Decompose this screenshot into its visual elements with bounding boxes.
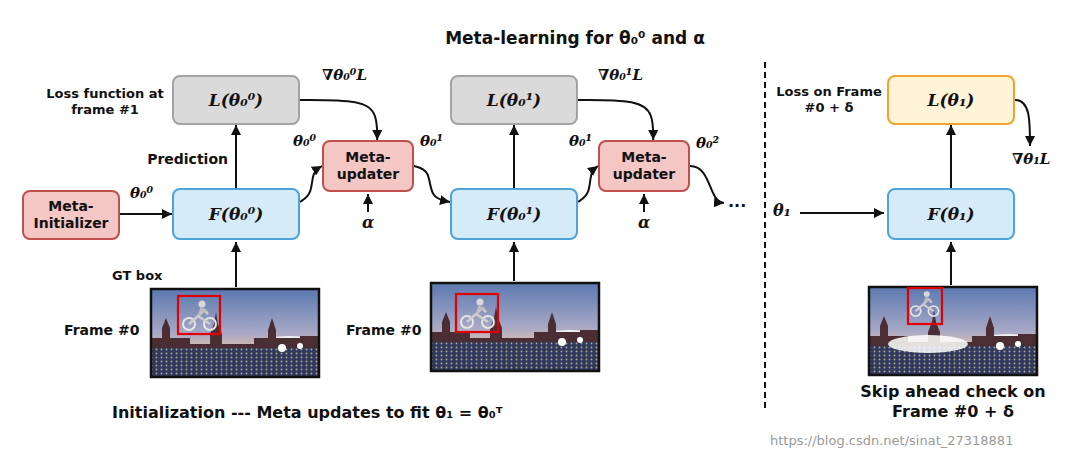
edge-label: Prediction (136, 151, 228, 169)
model-box: F(θ₀¹) (450, 188, 578, 240)
caption-text: Skip ahead check on Frame #0 + δ (842, 382, 1064, 422)
connector-arrow (120, 213, 172, 215)
connector-arrow (300, 100, 377, 140)
loss-box: L(θ₀¹) (450, 75, 578, 125)
edge-label: θ₀¹ (569, 132, 592, 151)
gradient-label: ∇θ₁L (1012, 150, 1050, 169)
edge-label-slot: θ₀⁰ (293, 132, 316, 151)
alpha-label: α (362, 213, 374, 233)
divider-line (764, 62, 766, 410)
alpha-label: α (638, 213, 650, 233)
theta-label: θ₀² (696, 134, 719, 153)
title: Meta-learning for θ₀⁰ and α (300, 28, 850, 49)
frame-label: Frame #0 (64, 322, 139, 340)
input-arrow (950, 242, 952, 285)
gradient-arrow (1015, 100, 1030, 146)
edge-label-slot: Prediction (136, 151, 228, 169)
node-text: Meta- Initializer (30, 198, 112, 232)
model-box: F(θ₁) (887, 188, 1015, 240)
input-arrow (235, 242, 237, 287)
theta-arrow (800, 212, 884, 214)
gt-box (908, 288, 942, 324)
connector-arrow (235, 125, 237, 188)
node-text: L(θ₀⁰) (209, 90, 263, 110)
edge-label-slot: θ₀¹ (420, 132, 443, 151)
label-slot: GT box (112, 268, 162, 284)
node-text: L(θ₁) (928, 90, 975, 110)
edge-label: θ₀¹ (420, 132, 443, 151)
label-slot: α (362, 213, 374, 233)
connector-arrow (513, 125, 515, 188)
gt-box (456, 294, 498, 332)
edge-label: θ₀⁰ (130, 184, 153, 203)
edge-label-slot: θ₀¹ (569, 132, 592, 151)
title-slot: Meta-learning for θ₀⁰ and α (300, 28, 850, 49)
node-text: Meta- updater (606, 149, 682, 183)
edge-label: ∇θ₀⁰L (322, 66, 367, 85)
edge-label-slot: ∇θ₀⁰L (322, 66, 367, 85)
edge-label-slot: θ₀⁰ (130, 184, 153, 203)
node-text: F(θ₀¹) (487, 204, 541, 224)
label-slot: ∇θ₁L (1012, 150, 1050, 169)
node-text: L(θ₀¹) (487, 90, 541, 110)
label-slot: Skip ahead check on Frame #0 + δ (842, 382, 1064, 422)
arrows (236, 100, 1030, 287)
edge-label: ∇θ₀¹L (598, 66, 643, 85)
connector-arrow (578, 166, 598, 202)
label-slot: θ₁ (773, 201, 791, 221)
node-text: Meta- updater (330, 149, 406, 183)
update-arrow (690, 166, 724, 203)
loss-box: L(θ₁) (887, 75, 1015, 125)
model-box: F(θ₀⁰) (172, 188, 300, 240)
edge-label: θ₀⁰ (293, 132, 316, 151)
label-slot: α (638, 213, 650, 233)
edge-label-slot: ∇θ₀¹L (598, 66, 643, 85)
label-slot: ... (728, 192, 746, 212)
alpha-arrow (367, 194, 369, 212)
connector-arrow (414, 166, 450, 202)
gt-box (178, 296, 220, 334)
video-frame (868, 286, 1042, 376)
alpha-arrow (643, 194, 645, 212)
gt-box-label: GT box (112, 268, 162, 284)
label-slot: Frame #0 (64, 322, 139, 340)
meta-updater-box: Meta- updater (598, 140, 690, 192)
label-slot: Initialization --- Meta updates to fit θ… (112, 403, 503, 423)
connector-arrow (950, 125, 952, 188)
label-slot: Frame #0 (346, 322, 421, 340)
watermark: https://blog.csdn.net/sinat_27318881 (770, 433, 1013, 449)
node-text: F(θ₀⁰) (209, 204, 263, 224)
caption-text: Initialization --- Meta updates to fit θ… (112, 403, 503, 423)
label-slot: θ₀² (696, 134, 719, 153)
loss-caption: Loss function at frame #1 (44, 86, 166, 119)
connector-arrow (300, 166, 322, 202)
label-slot: https://blog.csdn.net/sinat_27318881 (770, 433, 1013, 449)
label-slot: Loss function at frame #1 (44, 86, 166, 119)
meta-initializer-box: Meta- Initializer (22, 190, 120, 240)
meta-updater-box: Meta- updater (322, 140, 414, 192)
loss-caption: Loss on Frame #0 + δ (774, 84, 884, 117)
frame-label: Frame #0 (346, 322, 421, 340)
loss-box: L(θ₀⁰) (172, 75, 300, 125)
node-text: F(θ₁) (928, 204, 975, 224)
video-frame (150, 288, 324, 378)
ellipsis: ... (728, 192, 746, 212)
theta-label: θ₁ (773, 201, 791, 221)
input-arrow (513, 242, 515, 281)
connector-arrow (578, 100, 653, 140)
label-slot: Loss on Frame #0 + δ (774, 84, 884, 117)
video-frame (430, 282, 604, 372)
